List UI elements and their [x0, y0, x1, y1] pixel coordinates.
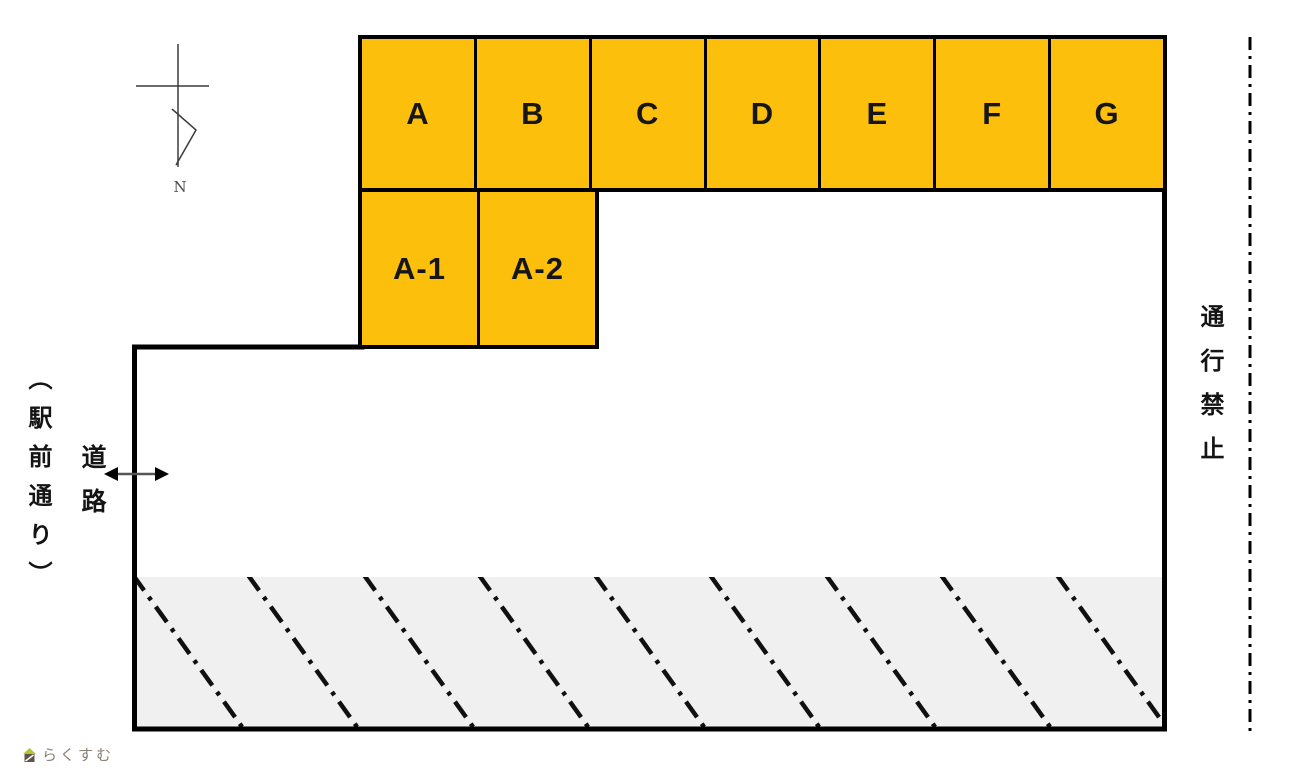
road-arrow: [104, 467, 169, 481]
parking-space-f: F: [936, 39, 1049, 188]
logo-text: らくすむ: [42, 747, 115, 764]
road-label: 道路: [78, 444, 106, 532]
house-logo-icon: [23, 747, 36, 762]
parking-space-d: D: [706, 39, 819, 188]
parking-space-a2: A-2: [480, 192, 595, 345]
parking-space-g: G: [1051, 39, 1163, 188]
north-compass-icon: [136, 44, 209, 167]
street-name-label: （駅前通り）: [24, 366, 51, 600]
parking-row-top: A B C D E F G: [358, 35, 1167, 192]
parking-space-a: A: [362, 39, 474, 188]
parking-row-second: A-1 A-2: [358, 192, 599, 349]
hatched-zone: [136, 577, 1163, 729]
parking-space-e: E: [821, 39, 934, 188]
compass-north-label: N: [173, 178, 187, 196]
parking-space-c: C: [591, 39, 704, 188]
no-through-label: 通行禁止: [1196, 304, 1223, 480]
parking-space-a1: A-1: [362, 192, 477, 345]
parking-space-b: B: [476, 39, 589, 188]
rakusumu-logo: らくすむ: [22, 744, 114, 765]
